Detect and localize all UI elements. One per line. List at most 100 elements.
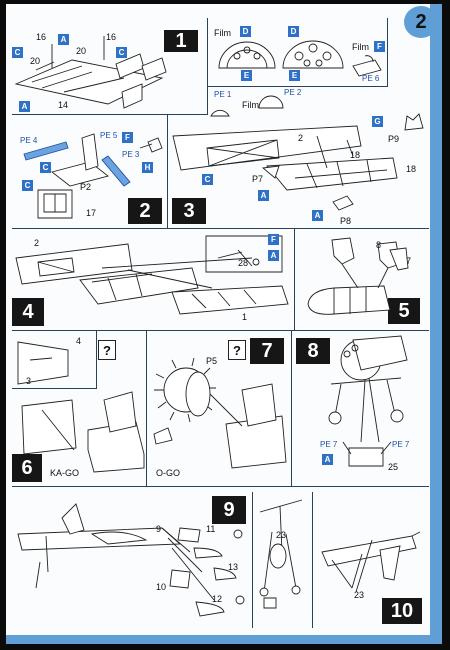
step-10-part-23-right: 23: [354, 590, 365, 600]
step-1-tag-a-bottom: A: [19, 101, 30, 112]
step-1-film-label-2: Film: [352, 42, 369, 52]
step-8-number: 8: [296, 338, 330, 364]
step-3-film-label: Film: [242, 100, 259, 110]
step-3-pe-1: PE 1: [214, 90, 232, 99]
step-1-pe-6: PE 6: [362, 74, 380, 83]
step-4-tag-f: F: [268, 234, 279, 245]
step-3-number: 3: [172, 198, 206, 224]
step-6-caption-ka-go: KA-GO: [50, 468, 80, 478]
step-2-pe-3: PE 3: [122, 150, 140, 159]
step-1-tag-e-left: E: [241, 70, 252, 81]
step-2-number: 2: [128, 198, 162, 224]
step-1-part-16-left: 16: [36, 32, 47, 42]
step-6-question-mark: ?: [98, 340, 116, 360]
step-2-part-17: 17: [86, 208, 97, 218]
step-5-part-8: 8: [376, 240, 382, 250]
step-3-part-p8: P8: [340, 216, 352, 226]
step-8-pe-7-left: PE 7: [320, 440, 338, 449]
step-10-left-panel: [252, 492, 313, 628]
step-3-part-18-top: 18: [350, 150, 361, 160]
step-8-tag-a: A: [322, 454, 333, 465]
step-5-panel: [294, 228, 429, 331]
step-6-panel: [12, 330, 147, 487]
sheet-side-band: [430, 4, 442, 644]
step-1-part-20-left: 20: [30, 56, 41, 66]
instrument-panel-drawing: [218, 40, 382, 77]
step-6-part-3: 3: [26, 376, 32, 386]
step-7-panel: [146, 330, 292, 487]
step-10-right-drawing: [321, 531, 421, 593]
step-1-part-16-right: 16: [106, 32, 117, 42]
step-4-part-1: 1: [242, 312, 248, 322]
step-9-part-11: 11: [206, 524, 216, 534]
step-8-pe-7-right: PE 7: [392, 440, 410, 449]
step-4-tag-a: A: [268, 250, 279, 261]
step-1-part-20-right: 20: [76, 46, 87, 56]
step-3-part-18-right: 18: [406, 164, 417, 174]
sheet-bottom-band: [6, 635, 442, 644]
step-6-inset: [12, 330, 97, 389]
step-1-instrument-panel-box: [207, 18, 388, 87]
step-6-drawing: [17, 341, 145, 473]
step-4-part-2: 2: [34, 238, 40, 248]
step-3-tag-g: G: [372, 116, 383, 127]
step-7-drawing: [153, 357, 287, 469]
step-1-film-label-1: Film: [214, 28, 231, 38]
step-3-part-p9: P9: [388, 134, 400, 144]
step-2-tag-h: H: [142, 162, 153, 173]
step-3-part-p7: P7: [252, 174, 264, 184]
step-7-question-mark: ?: [228, 340, 246, 360]
step-3-part-2: 2: [298, 133, 304, 143]
step-1-drawing: [14, 36, 167, 109]
step-6-part-4: 4: [76, 336, 82, 346]
step-7-number: 7: [250, 338, 284, 364]
step-3-tag-c: C: [202, 174, 213, 185]
instruction-sheet: 2 1 16 20 16 20 14 C A C A Film Film D D…: [6, 4, 442, 644]
step-2-tag-f: F: [122, 132, 133, 143]
step-9-panel: [12, 492, 253, 628]
step-1-tag-d-left: D: [240, 26, 251, 37]
step-9-part-9: 9: [156, 524, 162, 534]
step-6-number: 6: [12, 454, 42, 482]
step-9-drawing: [17, 503, 245, 617]
step-10-number: 10: [382, 598, 422, 624]
step-4-number: 4: [12, 298, 44, 326]
step-8-panel: [291, 330, 429, 487]
step-2-drawing: [23, 133, 163, 219]
step-7-part-p5: P5: [206, 356, 218, 366]
step-5-drawing: [307, 237, 409, 315]
step-8-drawing: [328, 335, 408, 467]
step-3-tag-a-left: A: [258, 190, 269, 201]
step-2-pe-4: PE 4: [20, 136, 38, 145]
step-2-tag-c-bottom: C: [22, 180, 33, 191]
step-9-part-13: 13: [228, 562, 239, 572]
step-1-tag-a-top: A: [58, 34, 69, 45]
step-5-part-7: 7: [406, 256, 412, 266]
page-number-badge: 2: [404, 6, 438, 38]
step-2-part-p2: P2: [80, 182, 92, 192]
step-1-part-14: 14: [58, 100, 69, 110]
step-7-caption-o-go: O-GO: [156, 468, 180, 478]
step-1-panel: [12, 18, 208, 115]
step-1-tag-f: F: [374, 41, 385, 52]
step-2-pe-5: PE 5: [100, 131, 118, 140]
step-3-tag-a-right: A: [312, 210, 323, 221]
step-1-tag-e-right: E: [289, 70, 300, 81]
step-4-drawing: [15, 235, 289, 315]
step-1-tag-c-right: C: [116, 47, 127, 58]
step-2-tag-c-top: C: [40, 162, 51, 173]
step-9-number: 9: [212, 496, 246, 524]
step-3-pe-2: PE 2: [284, 88, 302, 97]
step-8-part-25: 25: [388, 462, 399, 472]
step-1-number: 1: [164, 30, 198, 52]
step-2-panel: [12, 114, 168, 229]
step-1-tag-c-left: C: [12, 47, 23, 58]
step-4-panel: [12, 228, 295, 331]
step-10-left-drawing: [259, 499, 303, 609]
step-3-drawing: [172, 95, 424, 211]
step-10-part-23-left: 23: [276, 530, 287, 540]
step-5-number: 5: [388, 298, 420, 324]
step-9-part-10: 10: [156, 582, 167, 592]
step-4-part-28: 28: [238, 258, 249, 268]
step-3-panel: [167, 86, 429, 229]
